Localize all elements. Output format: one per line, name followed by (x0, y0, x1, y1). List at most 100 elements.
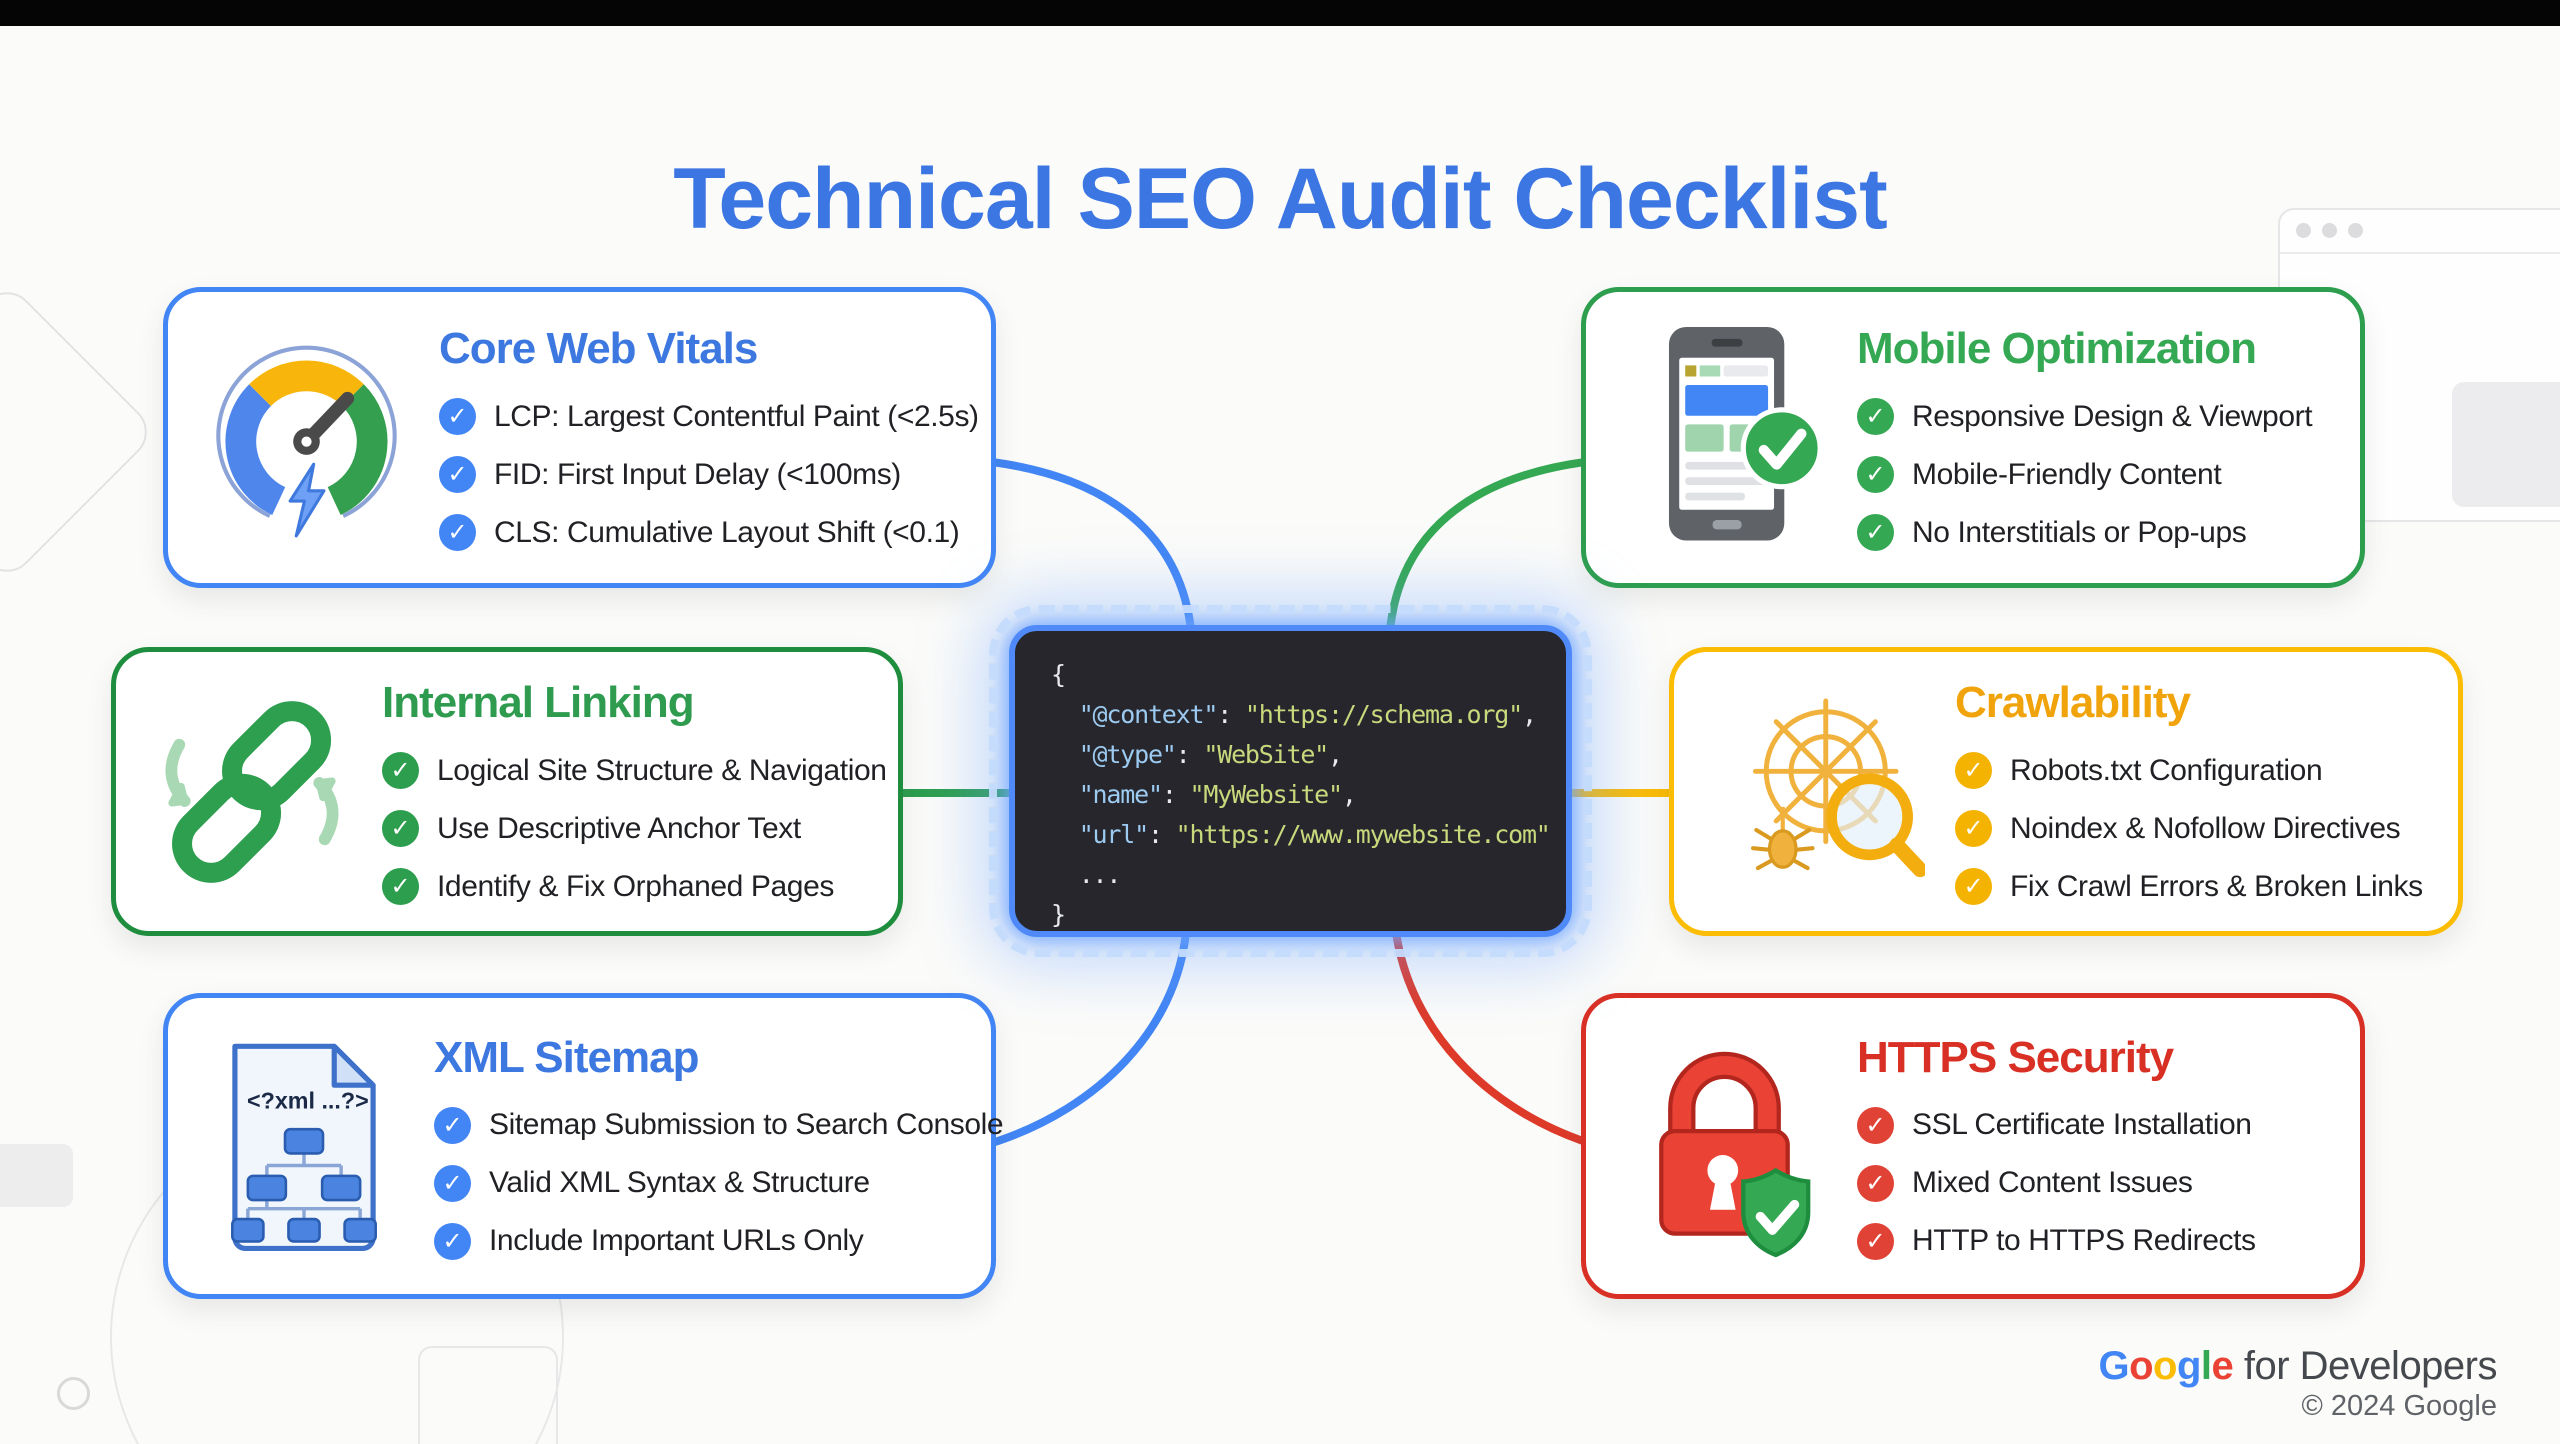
code-line: ... (1051, 860, 1122, 889)
card-title: Crawlability (1955, 678, 2191, 727)
check-icon: ✓ (1857, 1106, 1894, 1144)
page-title: Technical SEO Audit Checklist (673, 150, 1888, 247)
code-line: "name": "MyWebsite", (1078, 780, 1357, 809)
chain-links-icon (152, 692, 352, 892)
check-icon: ✓ (382, 752, 419, 789)
checklist-item-label: SSL Certificate Installation (1912, 1108, 2252, 1141)
card-title: Mobile Optimization (1857, 324, 2257, 373)
checklist-item-label: Valid XML Syntax & Structure (489, 1166, 870, 1199)
letterbox-top-bar (0, 0, 2560, 26)
check-icon: ✓ (1955, 810, 1992, 847)
checklist-item-label: Fix Crawl Errors & Broken Links (2010, 869, 2423, 903)
connector-core-web-vitals (988, 458, 1195, 634)
check-icon: ✓ (1857, 1164, 1894, 1202)
card-https-security: HTTPS Security ✓ SSL Certificate Installa… (1581, 993, 2365, 1299)
smartphone-check-icon (1622, 318, 1827, 558)
checklist-item: ✓ Use Descriptive Anchor Text (382, 810, 862, 847)
checklist-item-label: No Interstitials or Pop-ups (1912, 515, 2247, 549)
xml-document-icon: <?xml ...?> (204, 1029, 404, 1264)
decor-card-placeholder-left (0, 1144, 73, 1207)
checklist-item: ✓ SSL Certificate Installation (1857, 1106, 2324, 1144)
checklist-item-label: HTTP to HTTPS Redirects (1912, 1224, 2256, 1257)
check-icon: ✓ (1857, 398, 1894, 435)
card-checklist: ✓ Responsive Design & Viewport ✓ Mobile-Fri… (1857, 398, 2324, 551)
spider-web-magnifier-icon (1710, 692, 1925, 892)
checklist-item: ✓ Mobile-Friendly Content (1857, 456, 2324, 493)
card-title: HTTPS Security (1857, 1032, 2174, 1082)
check-icon: ✓ (434, 1164, 471, 1202)
check-icon: ✓ (1857, 514, 1894, 551)
card-checklist: ✓Logical Site Structure & Navigation✓Use… (382, 752, 887, 905)
decor-card-placeholder-right (2452, 382, 2560, 507)
checklist-item: ✓ Responsive Design & Viewport (1857, 398, 2324, 435)
google-logo: Google (2098, 1344, 2234, 1388)
check-icon: ✓ (439, 514, 476, 551)
card-checklist: ✓Sitemap Submission to Search Console✓Va… (434, 1106, 1004, 1260)
checklist-item-label: Noindex & Nofollow Directives (2010, 811, 2401, 845)
checklist-item-label: Responsive Design & Viewport (1912, 399, 2313, 433)
check-icon: ✓ (439, 398, 476, 435)
speedometer-gauge-icon (204, 335, 409, 540)
checklist-item: ✓ Identify & Fix Orphaned Pages (382, 868, 862, 905)
xml-doc-label: <?xml ...?> (247, 1087, 369, 1113)
check-icon: ✓ (439, 456, 476, 493)
card-title: Internal Linking (382, 678, 695, 727)
check-icon: ✓ (1857, 1222, 1894, 1260)
check-icon: ✓ (382, 810, 419, 847)
check-icon: ✓ (1955, 752, 1992, 789)
checklist-item-label: Include Important URLs Only (489, 1224, 864, 1257)
code-line: "@type": "WebSite", (1078, 740, 1343, 769)
checklist-item-label: Robots.txt Configuration (2010, 753, 2323, 787)
copyright-text: © 2024 Google (2301, 1390, 2497, 1422)
checklist-item-label: LCP: Largest Contentful Paint (<2.5s) (494, 399, 979, 433)
decor-circle-small (57, 1377, 90, 1410)
check-icon: ✓ (382, 868, 419, 905)
card-title: Core Web Vitals (439, 324, 758, 373)
padlock-shield-icon (1622, 1029, 1827, 1264)
google-for-developers-logo: Google for Developers (2098, 1344, 2497, 1389)
connector-xml-sitemap (991, 928, 1190, 1146)
checklist-item-label: FID: First Input Delay (<100ms) (494, 457, 901, 491)
card-core-web-vitals: Core Web Vitals ✓ LCP: Largest Contentful… (163, 287, 996, 588)
card-checklist: ✓ Robots.txt Configuration ✓ Noindex & Nofo… (1955, 752, 2423, 905)
code-dashed-frame (989, 605, 1592, 957)
checklist-item-label: Identify & Fix Orphaned Pages (437, 869, 834, 903)
check-icon: ✓ (434, 1222, 471, 1260)
checklist-item: ✓ FID: First Input Delay (<100ms) (439, 456, 955, 493)
checklist-item: ✓Logical Site Structure & Navigation (382, 752, 887, 789)
checklist-item: ✓ Mixed Content Issues (1857, 1164, 2324, 1202)
card-xml-sitemap: <?xml ...?> XML Sitemap ✓Sitemap Submiss… (163, 993, 1004, 1299)
checklist-item: ✓ LCP: Largest Contentful Paint (<2.5s) (439, 398, 979, 435)
code-line: "url": "https://www.mywebsite.com" (1078, 820, 1551, 849)
checklist-item: ✓ HTTP to HTTPS Redirects (1857, 1222, 2324, 1260)
checklist-item-label: Mobile-Friendly Content (1912, 457, 2222, 491)
connector-mobile-optimization (1386, 458, 1589, 634)
checklist-item-label: Use Descriptive Anchor Text (437, 811, 801, 845)
code-line: "@context": "https://schema.org", (1078, 700, 1537, 729)
code-line: } (1051, 900, 1066, 929)
checklist-item: ✓ Robots.txt Configuration (1955, 752, 2422, 789)
checklist-item-label: CLS: Cumulative Layout Shift (<0.1) (494, 515, 960, 549)
code-editor: { "@context": "https://schema.org", "@ty… (1009, 625, 1572, 937)
checklist-item: ✓Sitemap Submission to Search Console (434, 1106, 1004, 1144)
checklist-item: ✓ No Interstitials or Pop-ups (1857, 514, 2324, 551)
decor-square-outline (418, 1346, 558, 1444)
connector-https-security (1392, 928, 1590, 1146)
checklist-item: ✓ Noindex & Nofollow Directives (1955, 810, 2422, 847)
brand-suffix: for Developers (2233, 1344, 2498, 1388)
schema-code-block: { "@context": "https://schema.org", "@ty… (989, 605, 1592, 957)
checklist-item-label: Sitemap Submission to Search Console (489, 1108, 1004, 1141)
checklist-item-label: Mixed Content Issues (1912, 1166, 2193, 1199)
check-icon: ✓ (1955, 868, 1992, 905)
checklist-item: ✓ Include Important URLs Only (434, 1222, 955, 1260)
decor-browser-titlebar (2280, 210, 2560, 254)
card-title: XML Sitemap (434, 1032, 699, 1082)
check-icon: ✓ (1857, 456, 1894, 493)
checklist-item: ✓ CLS: Cumulative Layout Shift (<0.1) (439, 514, 960, 551)
code-line: { (1051, 660, 1066, 689)
browser-dots-icon (2296, 223, 2363, 238)
card-crawlability: Crawlability ✓ Robots.txt Configuration ✓ N… (1669, 647, 2463, 936)
card-mobile-optimization: Mobile Optimization ✓ Responsive Design &… (1581, 287, 2365, 588)
